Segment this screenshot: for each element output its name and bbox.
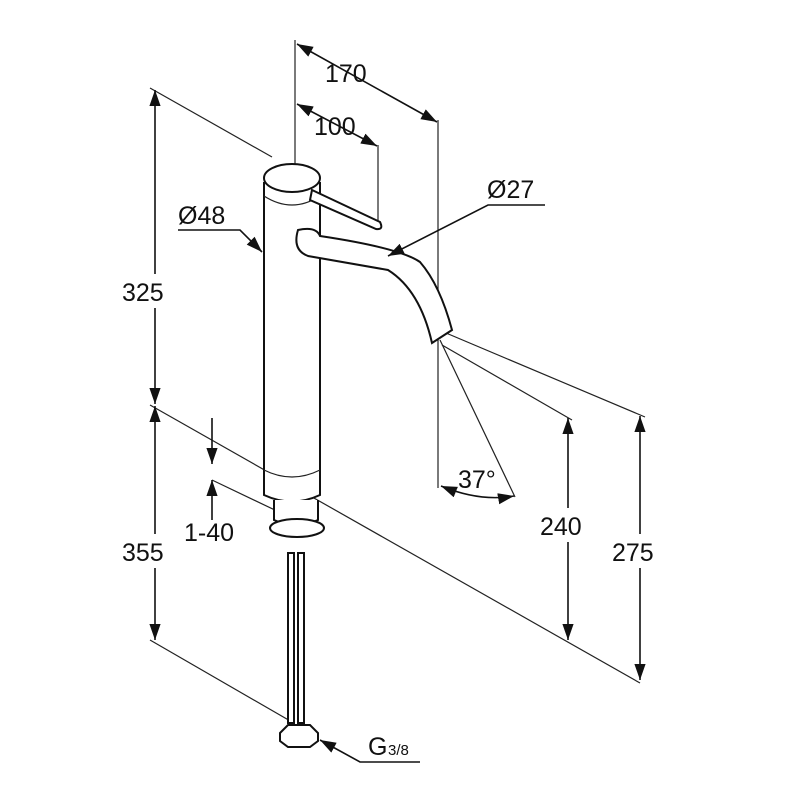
dim-label-angle: 37° bbox=[458, 466, 496, 494]
dim-arc-37 bbox=[440, 485, 515, 505]
faucet-body bbox=[263, 163, 325, 748]
leader-spout-diameter bbox=[387, 204, 545, 257]
dim-label-counter-thickness: 1-40 bbox=[184, 519, 234, 547]
dim-label-connection-fraction: 3/8 bbox=[388, 742, 409, 759]
dim-label-connection: G bbox=[368, 733, 387, 761]
dim-label-100: 100 bbox=[314, 113, 356, 141]
dim-label-275: 275 bbox=[612, 539, 654, 567]
extension-lines bbox=[149, 40, 646, 723]
spout bbox=[295, 227, 454, 345]
dim-label-325: 325 bbox=[122, 279, 164, 307]
leader-body-diameter bbox=[178, 229, 263, 253]
dim-line-170 bbox=[296, 43, 438, 123]
dim-line-100 bbox=[296, 103, 378, 147]
dim-label-240: 240 bbox=[540, 513, 582, 541]
dim-label-body-diameter: Ø48 bbox=[178, 202, 225, 230]
dim-label-355: 355 bbox=[122, 539, 164, 567]
lever-handle bbox=[308, 188, 383, 231]
leader-connection bbox=[319, 739, 420, 763]
dim-label-spout-diameter: Ø27 bbox=[487, 176, 534, 204]
dim-label-170: 170 bbox=[325, 60, 367, 88]
